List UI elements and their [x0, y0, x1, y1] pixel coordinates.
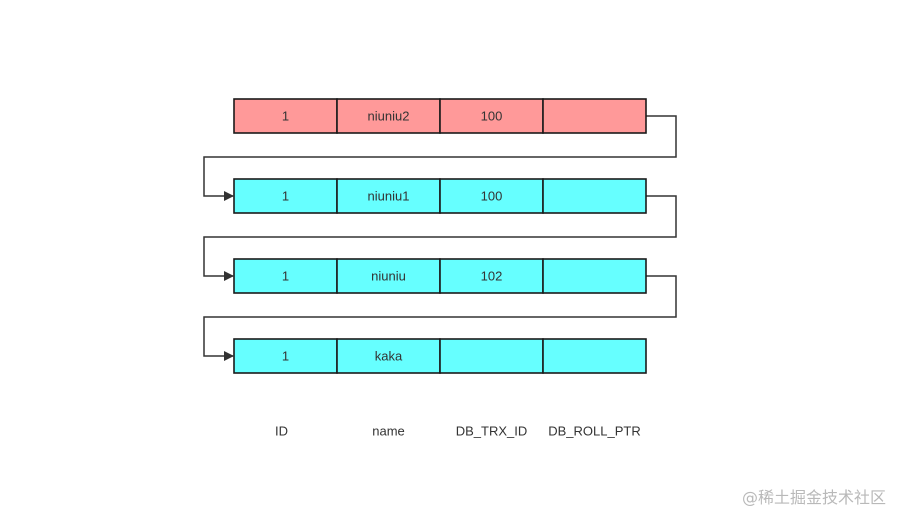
- record-cell: [542, 258, 647, 294]
- roll-pointer-arrow: [203, 115, 677, 201]
- column-label: ID: [275, 424, 288, 439]
- watermark: @稀土掘金技术社区: [741, 488, 886, 507]
- record-rows: 1 niuniu2 100 1 niuniu1 100 1 niuniu 102 1 kaka: [233, 98, 647, 374]
- cell-value: kaka: [375, 349, 403, 364]
- cell-value: 1: [282, 109, 289, 124]
- cell-value: 100: [481, 189, 503, 204]
- column-label: name: [372, 424, 405, 439]
- record-cell: [439, 98, 544, 134]
- record-cell: [336, 338, 441, 374]
- column-label: DB_ROLL_PTR: [548, 424, 640, 439]
- cell-value: 1: [282, 349, 289, 364]
- roll-pointer-connectors: [203, 115, 677, 361]
- record-cell: [542, 178, 647, 214]
- record-cell: [233, 338, 338, 374]
- cell-value: 100: [481, 109, 503, 124]
- record-row-2: 1 niuniu1 100: [233, 178, 647, 214]
- record-row-4: 1 kaka: [233, 338, 647, 374]
- cell-value: niuniu1: [368, 189, 410, 204]
- record-cell: [336, 98, 441, 134]
- record-cell: [233, 178, 338, 214]
- cell-value: niuniu2: [368, 109, 410, 124]
- record-cell: [336, 258, 441, 294]
- record-cell: [233, 98, 338, 134]
- record-row-1: 1 niuniu2 100: [233, 98, 647, 134]
- record-cell: [439, 178, 544, 214]
- record-cell: [542, 338, 647, 374]
- record-cell: [439, 258, 544, 294]
- record-cell: [439, 338, 544, 374]
- record-cell: [542, 98, 647, 134]
- cell-value: 102: [481, 269, 503, 284]
- cell-value: niuniu: [371, 269, 406, 284]
- column-label: DB_TRX_ID: [456, 424, 528, 439]
- roll-pointer-arrow: [203, 195, 677, 281]
- cell-value: 1: [282, 269, 289, 284]
- cell-value: 1: [282, 189, 289, 204]
- record-row-3: 1 niuniu 102: [233, 258, 647, 294]
- record-cell: [336, 178, 441, 214]
- column-labels: ID name DB_TRX_ID DB_ROLL_PTR: [275, 424, 641, 439]
- roll-pointer-arrow: [203, 275, 677, 361]
